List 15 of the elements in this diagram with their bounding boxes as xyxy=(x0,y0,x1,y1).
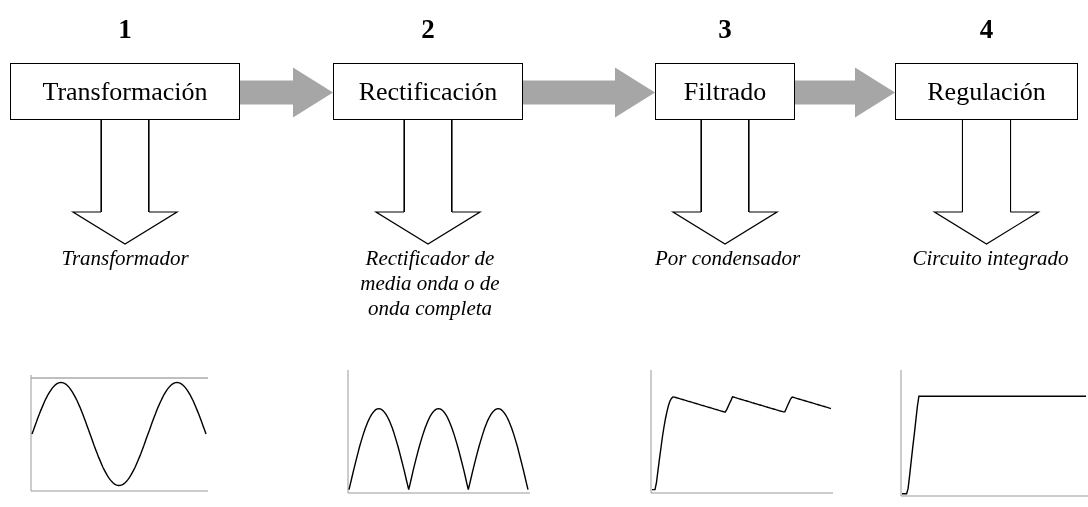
description-text: Transformador xyxy=(40,246,210,274)
waveform-drawing xyxy=(28,375,208,495)
waveform-drawing xyxy=(648,370,833,497)
step-number: 4 xyxy=(978,14,995,45)
waveform-drawing xyxy=(345,370,530,497)
description-text: Por condensador xyxy=(640,246,815,274)
step-number: 1 xyxy=(117,14,133,45)
description-text: Circuito integrado xyxy=(893,246,1088,274)
waveform-drawing xyxy=(898,370,1088,500)
block-arrow xyxy=(523,67,655,118)
description-text: Rectificador de media onda o de onda completa xyxy=(345,246,515,326)
step-number: 3 xyxy=(717,14,733,45)
block-arrow xyxy=(240,67,333,118)
block-arrow xyxy=(795,67,895,118)
step-number: 2 xyxy=(420,14,436,45)
